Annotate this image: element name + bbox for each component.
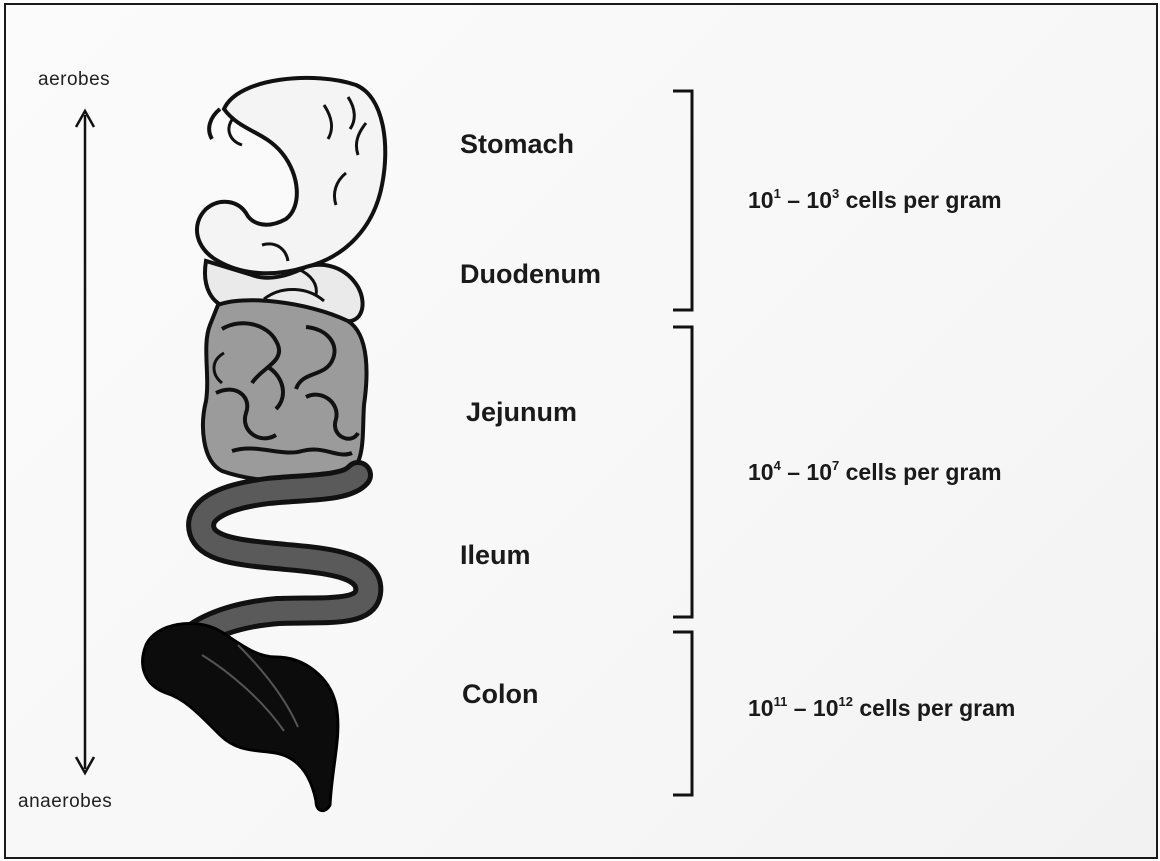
count-middle: 104 – 107 cells per gram (748, 459, 1002, 486)
bracket-lower (673, 632, 692, 795)
jejunum-label: Jejunum (466, 397, 577, 428)
stomach-illustration (197, 78, 385, 273)
count-upper: 101 – 103 cells per gram (748, 187, 1002, 214)
anaerobes-label: anaerobes (18, 791, 112, 813)
colon-illustration (143, 623, 338, 810)
bracket-upper (673, 91, 692, 310)
gut-illustration (6, 5, 1156, 857)
ileum-label: Ileum (460, 540, 531, 571)
duodenum-label: Duodenum (460, 259, 601, 290)
aerobes-label: aerobes (38, 69, 110, 91)
diagram-frame: aerobes anaerobes Stomach Duodenum Jejun… (4, 3, 1158, 859)
bracket-middle (673, 327, 692, 617)
jejunum-illustration (203, 300, 366, 481)
count-lower: 1011 – 1012 cells per gram (748, 695, 1015, 722)
stomach-label: Stomach (460, 129, 574, 160)
colon-label: Colon (462, 679, 538, 710)
oxygen-gradient-arrow (76, 111, 94, 773)
